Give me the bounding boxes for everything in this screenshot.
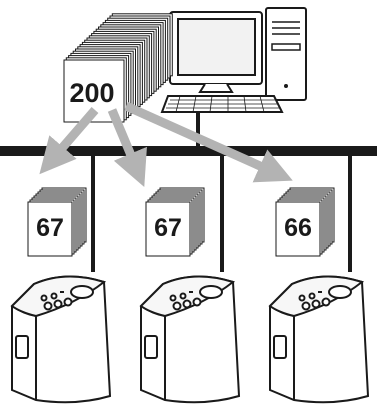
target-stack-label-2: 67 [154, 214, 182, 242]
source-stack-label: 200 [69, 78, 114, 108]
target-document-stack-2: 67 [146, 188, 204, 256]
label-printer-icon-2 [141, 276, 239, 402]
monitor-screen [178, 19, 255, 75]
target-stack-label-1: 67 [36, 214, 64, 242]
source-document-stack: 200 [64, 14, 172, 122]
computer [162, 8, 306, 112]
label-printer-icon [12, 276, 110, 402]
target-document-stack-1: 67 [28, 188, 86, 256]
distribution-arrows [50, 106, 278, 174]
monitor-stand [200, 84, 232, 92]
arrow-to-printer-3 [126, 106, 278, 174]
target-stack-label-3: 66 [284, 214, 312, 242]
target-document-stack-3: 66 [276, 188, 334, 256]
label-printer-icon-3 [270, 276, 368, 402]
